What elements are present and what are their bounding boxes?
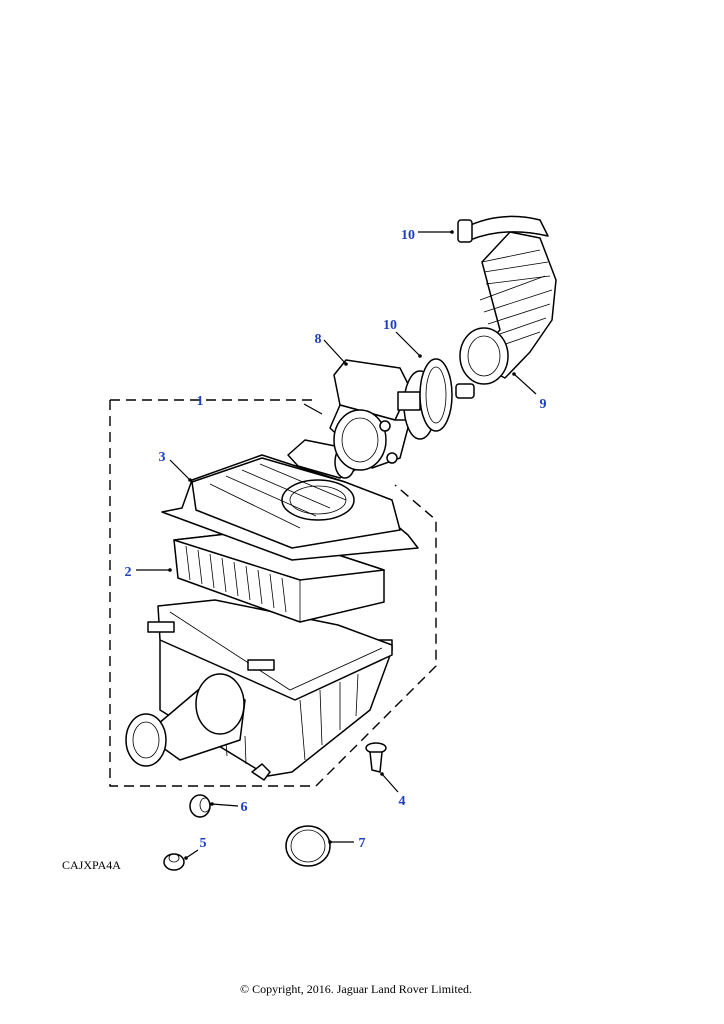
leader-lines xyxy=(136,230,537,860)
mass-airflow-sensor xyxy=(329,359,437,471)
callout-10-upper: 10 xyxy=(401,228,415,243)
hose-clamp-lower xyxy=(419,358,475,432)
grommet-large xyxy=(189,794,211,818)
callout-5: 5 xyxy=(200,836,207,851)
intake-hose xyxy=(459,231,557,385)
callout-4: 4 xyxy=(399,794,406,809)
air-cleaner-cover xyxy=(161,454,419,561)
push-fastener xyxy=(365,742,387,773)
callout-3: 3 xyxy=(159,450,166,465)
callout-2: 2 xyxy=(125,565,132,580)
callout-9: 9 xyxy=(540,397,547,412)
callout-1: 1 xyxy=(197,394,204,409)
callout-8: 8 xyxy=(315,332,322,347)
copyright-notice: © Copyright, 2016. Jaguar Land Rover Lim… xyxy=(240,982,472,996)
grommet-small xyxy=(163,853,185,871)
figure-code: CAJXPA4A xyxy=(62,858,121,872)
callout-6: 6 xyxy=(241,800,248,815)
air-cleaner-lower-housing xyxy=(125,599,393,781)
callout-10-lower: 10 xyxy=(383,318,397,333)
cap xyxy=(285,825,331,867)
assembly-boundary xyxy=(109,399,437,787)
hose-clamp-upper xyxy=(457,215,549,243)
callout-7: 7 xyxy=(359,836,366,851)
